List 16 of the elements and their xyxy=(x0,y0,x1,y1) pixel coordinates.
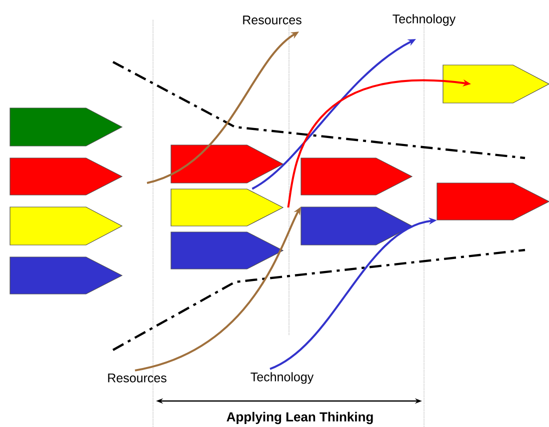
pentagon-box xyxy=(170,144,284,184)
pentagon-box xyxy=(10,158,123,196)
text-label: Technology xyxy=(392,14,456,26)
pentagon-box xyxy=(10,256,123,294)
pentagon-box xyxy=(300,158,413,196)
pentagon-box xyxy=(170,232,284,270)
caption-text: Applying Lean Thinking xyxy=(226,412,373,424)
pentagon-box xyxy=(10,206,123,246)
pentagon-box xyxy=(300,206,413,246)
text-label: Resources xyxy=(108,374,166,382)
text-label: Resources xyxy=(243,16,302,24)
pentagon-box xyxy=(170,188,284,226)
pentagon-box xyxy=(436,182,549,220)
pentagon-box xyxy=(442,64,549,104)
pentagon-box xyxy=(10,108,123,146)
text-label: Technology xyxy=(250,372,314,384)
